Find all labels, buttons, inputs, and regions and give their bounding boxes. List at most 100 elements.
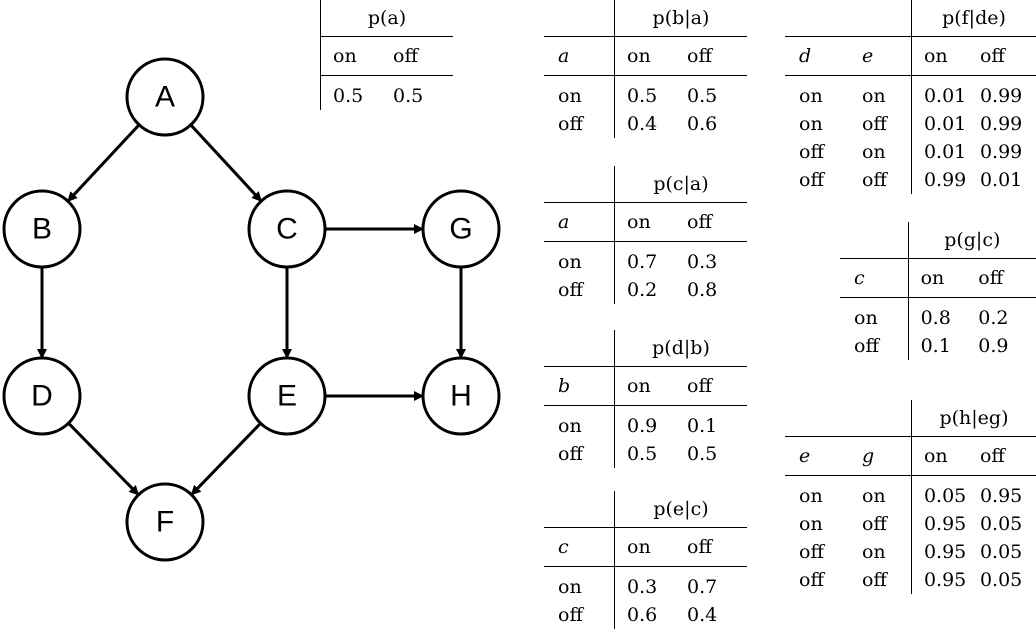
node-circle: [247, 189, 327, 269]
node-label: C: [276, 213, 298, 246]
node-b: B: [2, 189, 82, 269]
cpt-probability: 0.2: [978, 307, 1009, 329]
cpt-condition-value: on: [854, 307, 878, 329]
cpt-probability: 0.1: [687, 415, 718, 437]
cpt-probability: 0.95: [979, 485, 1023, 507]
cpt-title-row: p(h|eg): [785, 400, 1036, 437]
cpt-probability: 0.3: [687, 251, 718, 273]
node-circle: [125, 57, 205, 137]
cpt-parent-header: b: [544, 366, 615, 406]
cpt-probability: 0.05: [910, 482, 980, 510]
edge-a-to-b: [66, 123, 141, 203]
cpt-condition-value: off: [799, 141, 824, 163]
cpt-spacer-row: [320, 75, 454, 82]
cpt-probability: 0.99: [979, 85, 1023, 107]
cpt-state-header: off: [978, 258, 1036, 298]
cpt-parent-header: a: [544, 202, 615, 242]
cpt-parent-header: e: [847, 36, 912, 76]
cpt-probability: 0.7: [687, 576, 718, 598]
cpt-probability: 0.01: [979, 169, 1023, 191]
cpt-condition-value: off: [558, 443, 583, 465]
cpt-parent-header: c: [840, 258, 909, 298]
cpt-probability: 0.6: [687, 113, 718, 135]
cpt-probability: 0.01: [910, 138, 980, 166]
cpt-spacer-row: [840, 297, 1036, 304]
node-label: H: [450, 380, 472, 413]
node-h: H: [421, 356, 501, 436]
cpt-probability: 0.5: [687, 85, 718, 107]
cpt-parent-header: c: [544, 527, 615, 567]
cpt-title: p(b|a): [614, 0, 747, 37]
cpt-state-header: on: [320, 36, 393, 76]
cpt-probability: 0.5: [687, 443, 718, 465]
cpt-probability: 0.01: [910, 110, 980, 138]
cpt-parent-header: g: [847, 436, 912, 476]
cpt-state-header: on: [614, 366, 687, 406]
cpt-state-header: off: [687, 527, 747, 567]
node-circle: [2, 356, 82, 436]
cpt-condition-value: off: [861, 513, 887, 535]
cpt-title-row: p(f|de): [785, 0, 1036, 37]
cpt-condition-value: off: [799, 169, 824, 191]
node-e: E: [247, 356, 327, 436]
cpt-condition-value: off: [861, 169, 887, 191]
cpt-condition-value: off: [854, 335, 879, 357]
node-a: A: [125, 57, 205, 137]
cpt-state-header: on: [614, 36, 687, 76]
node-circle: [421, 356, 501, 436]
cpt-probability: 0.99: [979, 113, 1023, 135]
edge-d-to-f: [67, 422, 140, 496]
cpt-state-header: on: [907, 258, 979, 298]
edge-a-to-c: [189, 123, 263, 203]
cpt-condition-value: on: [558, 85, 582, 107]
cpt-probability: 0.8: [907, 304, 979, 332]
cpt-condition-value: on: [861, 85, 886, 107]
cpt-probability: 0.05: [979, 541, 1023, 563]
cpt-parent-header: e: [785, 436, 848, 476]
cpt-condition-value: off: [558, 279, 583, 301]
cpt-state-header: off: [979, 436, 1036, 476]
cpt-state-header: off: [687, 202, 747, 242]
cpt-state-header: on: [910, 36, 980, 76]
cpt-title: p(d|b): [614, 330, 747, 367]
cpt-probability: 0.1: [907, 332, 979, 360]
cpt-state-header: off: [979, 36, 1036, 76]
cpt-probability: 0.9: [614, 412, 687, 440]
cpt-condition-value: off: [799, 541, 824, 563]
cpt-condition-value: off: [861, 113, 887, 135]
cpt-condition-value: on: [558, 415, 582, 437]
cpt-probability: 0.4: [687, 604, 718, 626]
node-label: E: [277, 380, 297, 413]
cpt-spacer-row: [544, 241, 747, 248]
cpt-state-header: off: [687, 366, 747, 406]
node-c: C: [247, 189, 327, 269]
cpt-state-header: on: [614, 527, 687, 567]
